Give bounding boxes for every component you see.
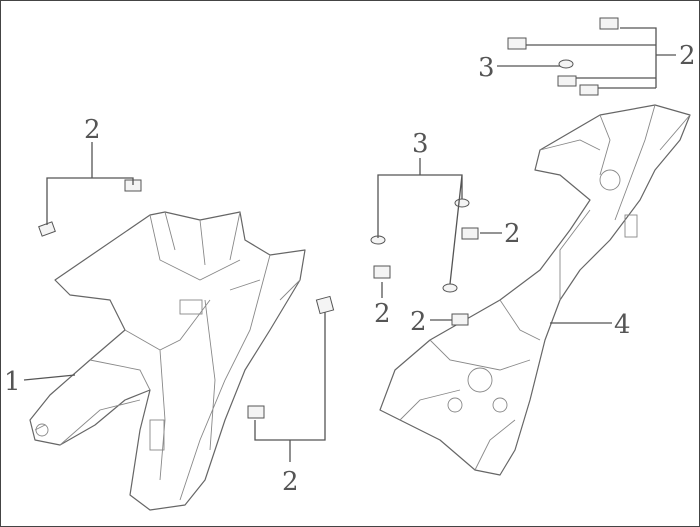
part-1-frame [29,211,306,511]
label-part-4: 4 [614,310,631,340]
label-mid-clip-bottom: 2 [410,307,427,337]
label-top-clip-group: 2 [679,41,696,71]
label-mid-clip-right: 2 [504,219,521,249]
part-4-frame [379,104,691,476]
leader-lines [23,27,676,462]
label-top-screw: 3 [478,53,495,83]
label-mid-screw-group: 3 [412,129,429,159]
label-part-1: 1 [4,367,21,397]
label-mid-clip-left: 2 [374,299,391,329]
label-left-clip-group: 2 [84,115,101,145]
label-bottom-clip-group: 2 [282,467,299,497]
clips [38,17,619,419]
